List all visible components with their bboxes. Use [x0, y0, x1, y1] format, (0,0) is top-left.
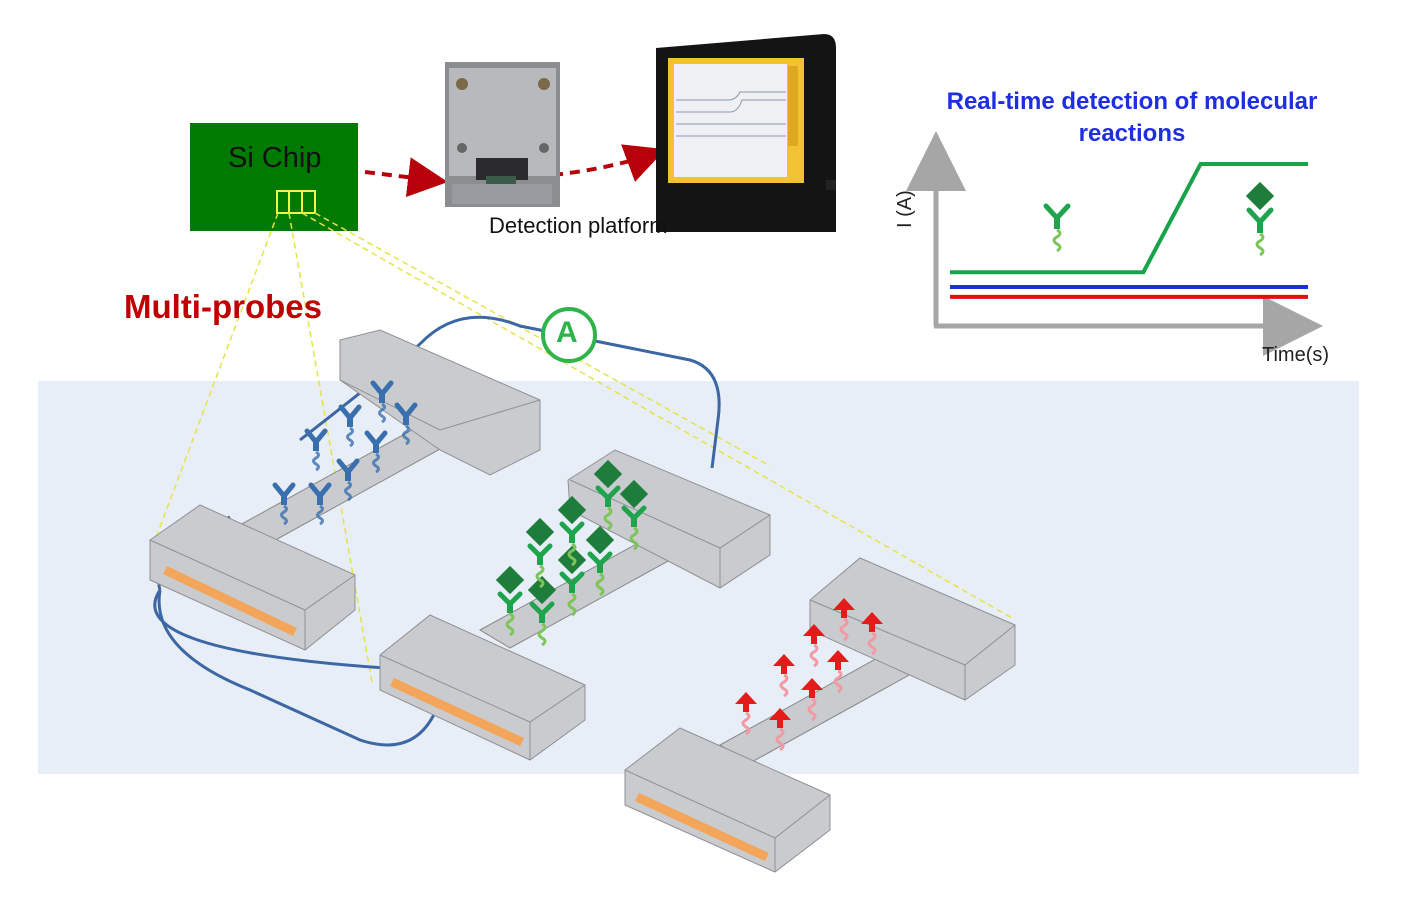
antigen-antibody-probe [557, 545, 587, 617]
chip-sensor-window [276, 190, 316, 214]
antigen-antibody-probe [495, 565, 525, 637]
sensor-green [379, 449, 771, 761]
antibody-icon [1043, 203, 1071, 253]
red-aptamer-group [735, 598, 883, 752]
si-chip [190, 123, 358, 231]
dna-aptamer-icon [861, 612, 883, 656]
chart-area [906, 131, 1323, 356]
monitor-photo [656, 34, 836, 232]
chart-series-line-0 [950, 162, 1308, 275]
antigen-antibody-probe [593, 459, 623, 531]
flow-arrow-fixture-to-monitor [552, 144, 666, 182]
ammeter-icon [541, 307, 597, 363]
multi-probes-label: Multi-probes [124, 288, 322, 325]
chip-label: Si Chip [228, 142, 322, 174]
chart-series [950, 162, 1308, 299]
green-antibody-group [495, 459, 649, 647]
antigen-antibody-probe [557, 495, 587, 567]
sensor-red [624, 557, 1016, 873]
dna-aptamer-icon [827, 650, 849, 694]
antigen-antibody-probe [619, 479, 649, 551]
x-axis-label: Time(s) [1262, 344, 1330, 366]
antigen-antibody-probe [525, 517, 555, 589]
dna-aptamer-icon [735, 692, 757, 736]
y-axis-label: I (A) [894, 190, 916, 228]
flow-arrow-chip-to-fixture [364, 157, 448, 198]
dna-aptamer-icon [803, 624, 825, 668]
fixture-photo [445, 62, 560, 207]
dna-aptamer-icon [773, 654, 795, 698]
sensor-blue [149, 329, 541, 651]
antigen-antibody-probe [585, 525, 615, 597]
dna-aptamer-icon [801, 678, 823, 722]
antigen-antibody-probe [527, 575, 557, 647]
platform-label: Detection platform [489, 213, 668, 238]
ammeter-label: A [556, 316, 578, 349]
dna-aptamer-icon [769, 708, 791, 752]
antigen-bound-antibody-icon [1245, 181, 1275, 257]
chart-title: Real-time detection of molecular reactio… [946, 88, 1318, 147]
dna-aptamer-icon [833, 598, 855, 642]
